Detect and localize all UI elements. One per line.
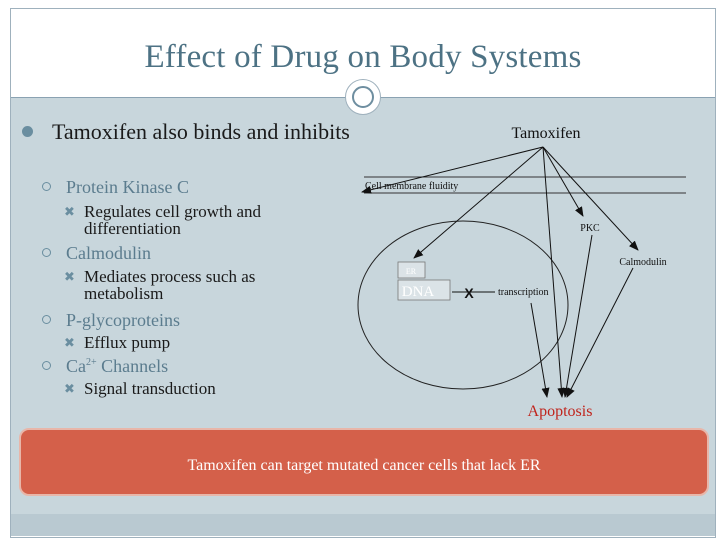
pkc-label: PKC bbox=[580, 223, 600, 234]
x-bullet-icon: ✖ bbox=[64, 204, 75, 219]
bullet-ring-icon bbox=[42, 182, 51, 191]
arrow-calmodulin bbox=[542, 146, 639, 251]
block-mark: X bbox=[464, 285, 474, 301]
bullet-ring-icon bbox=[42, 315, 51, 324]
ornament-ring bbox=[352, 86, 374, 108]
arrow-calmodulin-apoptosis bbox=[566, 267, 634, 398]
tamoxifen-label: Tamoxifen bbox=[511, 125, 580, 142]
circle-ornament-icon bbox=[345, 79, 381, 115]
sub-bullet-text: Mediates process such as metabolism bbox=[84, 267, 256, 303]
x-bullet-icon: ✖ bbox=[64, 381, 75, 396]
transcription-label: transcription bbox=[498, 287, 549, 298]
arrow-transcription-apoptosis bbox=[530, 302, 550, 398]
bottom-strip bbox=[11, 514, 715, 536]
slide-title: Effect of Drug on Body Systems bbox=[144, 39, 582, 75]
sub-bullet-text: Regulates cell growth and differentiatio… bbox=[84, 202, 262, 238]
cell-ellipse bbox=[357, 220, 569, 390]
bullet-ring-icon bbox=[42, 248, 51, 257]
dna-box bbox=[397, 279, 451, 301]
bullet-label: P-glycoproteins bbox=[66, 310, 180, 330]
dna-label: DNA bbox=[402, 284, 435, 300]
bullet-label: Ca2+ Channels bbox=[66, 356, 168, 376]
callout-box: Tamoxifen can target mutated cancer cell… bbox=[19, 428, 709, 496]
apoptosis-label: Apoptosis bbox=[528, 403, 593, 420]
er-box bbox=[397, 261, 426, 279]
arrow-er bbox=[413, 146, 544, 259]
bullet-label: Protein Kinase C bbox=[66, 177, 189, 197]
calmodulin-label: Calmodulin bbox=[619, 257, 666, 268]
bullet-main-text: Tamoxifen also binds and inhibits bbox=[52, 119, 350, 144]
sub-bullet-text: Efflux pump bbox=[84, 333, 171, 352]
bullet-ring-icon bbox=[42, 361, 51, 370]
ca-prefix: Ca bbox=[66, 356, 86, 376]
membrane-label: Cell membrane fluidity bbox=[365, 181, 458, 192]
arrow-pkc-apoptosis bbox=[562, 234, 593, 398]
sub-bullet-text: Signal transduction bbox=[84, 379, 216, 398]
slide-frame bbox=[10, 8, 716, 538]
arrow-membrane bbox=[361, 146, 544, 194]
er-label: ER bbox=[406, 267, 417, 276]
bullet-label: Calmodulin bbox=[66, 243, 151, 263]
x-bullet-icon: ✖ bbox=[64, 335, 75, 350]
arrow-apoptosis-direct bbox=[542, 146, 566, 398]
arrow-pkc bbox=[542, 146, 584, 217]
ca-suffix: Channels bbox=[96, 356, 169, 376]
bullet-dot-icon bbox=[22, 126, 33, 137]
callout-text: Tamoxifen can target mutated cancer cell… bbox=[187, 457, 541, 474]
ca-superscript: 2+ bbox=[86, 357, 97, 368]
x-bullet-icon: ✖ bbox=[64, 269, 75, 284]
